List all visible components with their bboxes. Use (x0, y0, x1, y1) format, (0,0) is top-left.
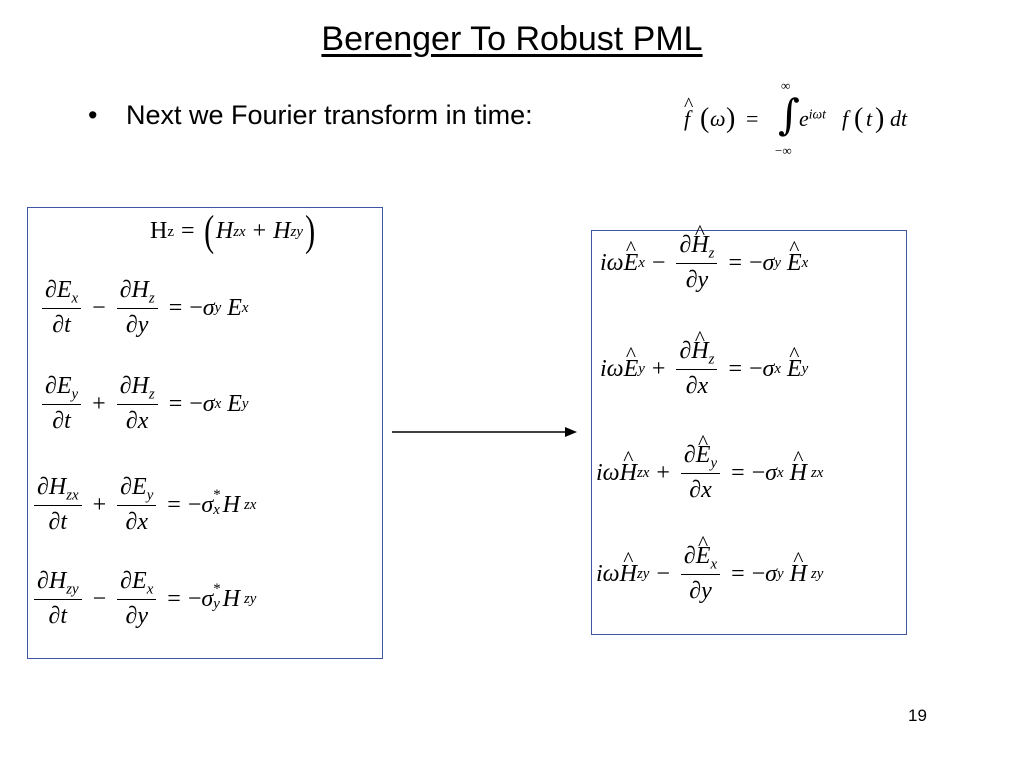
bullet-dot: • (88, 100, 98, 130)
f-of-t: f (842, 106, 849, 131)
exponential: eiωt (799, 106, 826, 131)
f-hat: ^f (684, 93, 694, 131)
slide-title: Berenger To Robust PML (321, 20, 703, 58)
equals-sign: = (746, 106, 759, 131)
omega: ω (710, 106, 726, 131)
t-var: t (866, 106, 873, 131)
paren-open: ( (700, 103, 710, 134)
time-domain-equations-box (27, 207, 383, 659)
integral-upper-limit: ∞ (781, 78, 791, 93)
paren-close-2: ) (875, 103, 885, 134)
page-number: 19 (908, 706, 927, 725)
dt: dt (890, 106, 908, 131)
paren-close: ) (726, 103, 736, 134)
bullet-text: Next we Fourier transform in time: (126, 100, 533, 130)
integral-lower-limit: −∞ (775, 143, 792, 158)
integral-sign: ∫ (778, 90, 800, 139)
arrow-icon (392, 427, 577, 437)
paren-open-2: ( (854, 103, 864, 134)
right-equation-1: iω^Ex − ∂^zHz∂y =− σy ^Ex (600, 219, 809, 293)
bullet-item: • Next we Fourier transform in time: (88, 100, 533, 131)
frequency-domain-equations-box (591, 230, 907, 635)
